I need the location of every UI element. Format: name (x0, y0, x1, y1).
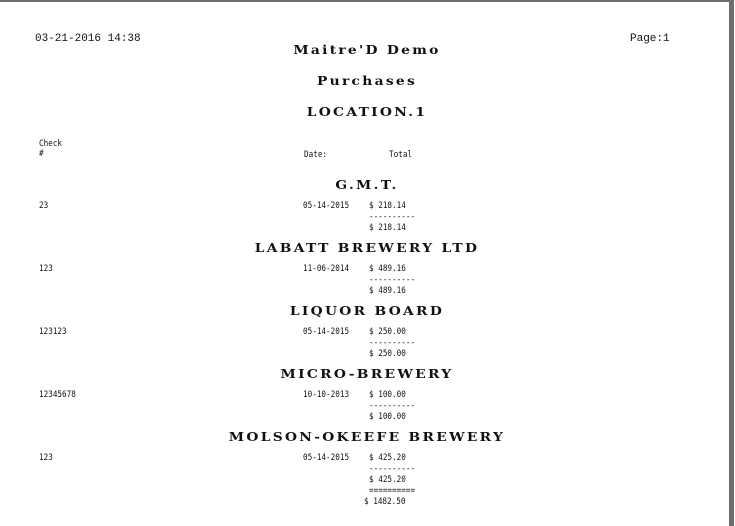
page-number: Page:1 (630, 33, 670, 45)
purchase-amount: $ 489.16 (369, 264, 406, 274)
vendor-name: MICRO-BREWERY (280, 367, 454, 381)
purchase-amount: $ 425.20 (369, 453, 406, 463)
subtotal: $ 218.14 (369, 223, 406, 233)
vendor-name: G.M.T. (335, 178, 399, 192)
vendor-section: MOLSON-OKEEFE BREWERY 123 05-14-2015 $ 4… (0, 429, 735, 492)
report-subtitle: Purchases (316, 74, 418, 88)
vendor-name: LIQUOR BOARD (289, 304, 445, 318)
subtotal: $ 250.00 (369, 349, 406, 359)
vendor-name: MOLSON-OKEEFE BREWERY (228, 430, 506, 444)
purchase-amount: $ 100.00 (369, 390, 406, 400)
column-total: Total (389, 150, 413, 160)
check-number: 12345678 (39, 390, 76, 400)
vendor-section: MICRO-BREWERY 12345678 10-10-2013 $ 100.… (0, 366, 735, 429)
purchase-amount: $ 218.14 (369, 201, 406, 211)
separator: ---------- (369, 212, 416, 222)
grand-separator: ========== (369, 486, 416, 496)
report-title: Maitre'D Demo (293, 43, 441, 57)
separator: ---------- (369, 338, 416, 348)
column-check: Check (39, 139, 63, 149)
separator: ---------- (369, 401, 416, 411)
separator: ---------- (369, 275, 416, 285)
vendor-name: LABATT BREWERY LTD (254, 241, 480, 255)
purchase-date: 05-14-2015 (303, 327, 350, 337)
purchase-amount: $ 250.00 (369, 327, 406, 337)
column-date: Date: (304, 150, 328, 160)
check-number: 23 (39, 201, 49, 211)
check-number: 123123 (39, 327, 67, 337)
vendor-section: LIQUOR BOARD 123123 05-14-2015 $ 250.00 … (0, 303, 735, 366)
report-datetime: 03-21-2016 14:38 (35, 33, 141, 45)
subtotal: $ 100.00 (369, 412, 406, 422)
subtotal: $ 425.20 (369, 475, 406, 485)
vendor-section: G.M.T. 23 05-14-2015 $ 218.14 ----------… (0, 177, 735, 240)
purchase-date: 11-06-2014 (303, 264, 350, 274)
vendor-section: LABATT BREWERY LTD 123 11-06-2014 $ 489.… (0, 240, 735, 303)
purchase-date: 10-10-2013 (303, 390, 350, 400)
column-check-hash: # (39, 149, 44, 159)
check-number: 123 (39, 453, 53, 463)
purchase-date: 05-14-2015 (303, 453, 350, 463)
separator: ---------- (369, 464, 416, 474)
report-location: LOCATION.1 (306, 105, 428, 119)
subtotal: $ 489.16 (369, 286, 406, 296)
grand-total: $ 1482.50 (364, 497, 406, 507)
purchase-date: 05-14-2015 (303, 201, 350, 211)
check-number: 123 (39, 264, 53, 274)
